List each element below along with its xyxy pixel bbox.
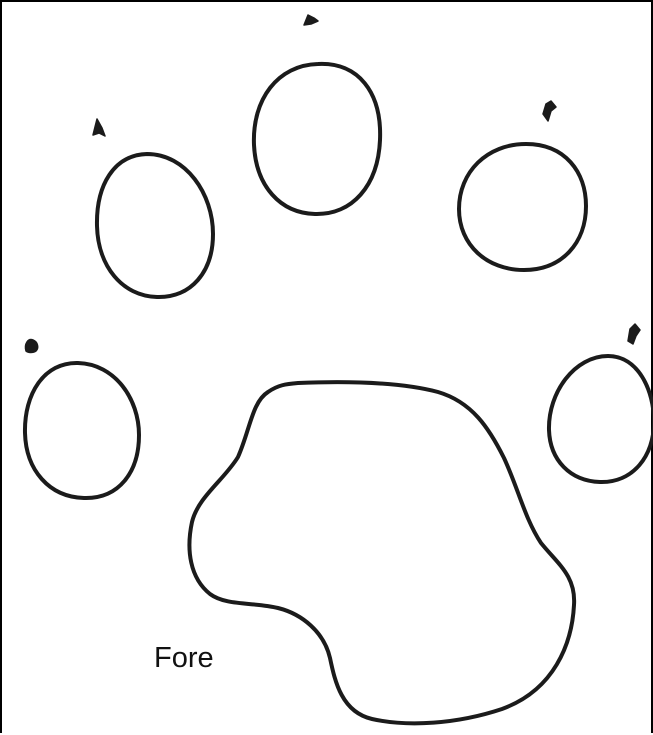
toe-pad-center xyxy=(254,64,380,214)
claw-mark-center xyxy=(304,15,318,25)
toe-pad-outer-right xyxy=(549,356,653,482)
toe-pad-outer-left xyxy=(25,363,139,498)
claw-mark-outer-right xyxy=(628,324,640,344)
claw-mark-inner-left xyxy=(93,119,105,136)
main-pad xyxy=(189,382,574,723)
toe-pad-inner-right xyxy=(459,144,586,270)
claw-mark-inner-right xyxy=(543,101,556,121)
claw-mark-outer-left xyxy=(25,340,37,353)
paw-label: Fore xyxy=(154,644,214,673)
toe-pad-inner-left xyxy=(97,154,213,297)
